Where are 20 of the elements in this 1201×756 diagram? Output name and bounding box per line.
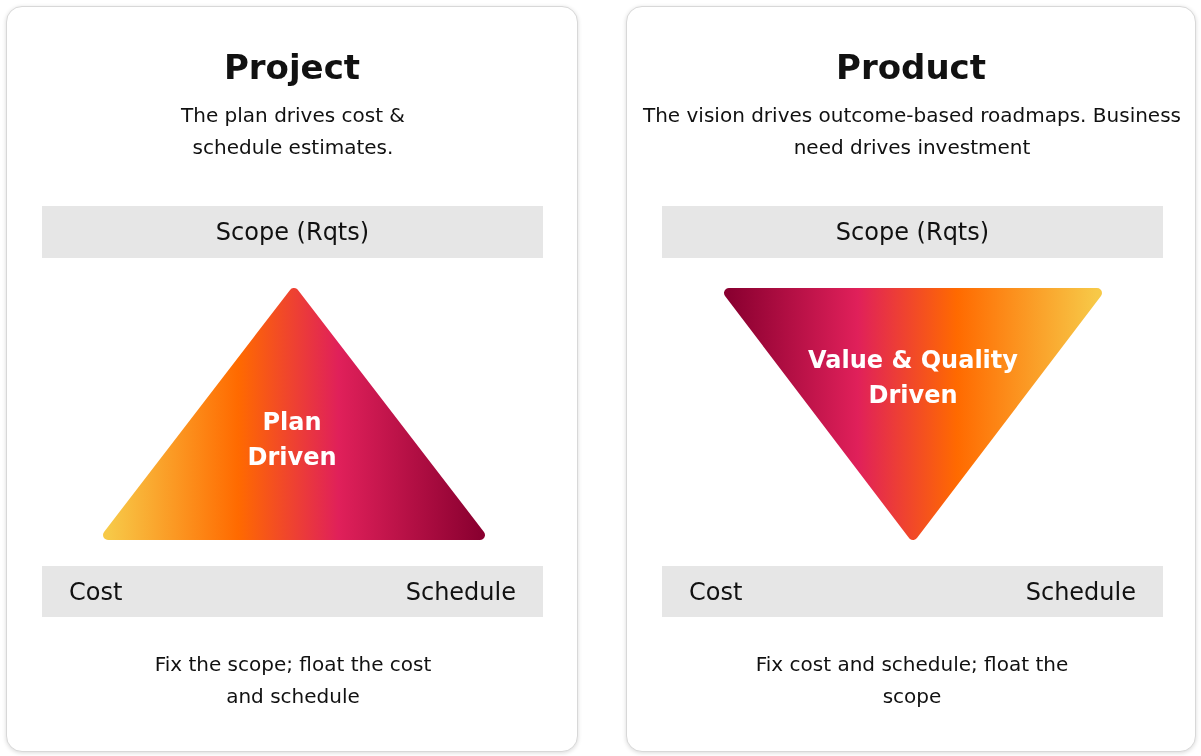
subtitle: The plan drives cost & schedule estimates. — [180, 102, 406, 161]
bar-label: Schedule — [1025, 577, 1136, 606]
card-background — [626, 6, 1196, 752]
label-bar — [662, 206, 1163, 258]
bar-label: Schedule — [405, 577, 516, 606]
bar-label: Scope (Rqts) — [835, 218, 990, 246]
triangle-label: Plan Driven — [246, 407, 338, 473]
label-bar — [662, 566, 1163, 617]
subtitle: The vision drives outcome-based roadmaps. Business need drives investment — [642, 102, 1182, 161]
footer-note: Fix cost and schedule; float the scope — [754, 651, 1070, 710]
footer-note: Fix the scope; float the cost and schedule — [153, 651, 433, 710]
heading: Project — [222, 47, 362, 87]
card-background — [6, 6, 578, 752]
bar-label: Cost — [689, 577, 743, 606]
label-bar — [42, 566, 543, 617]
heading: Product — [835, 47, 987, 87]
triangle-label: Value & Quality Driven — [807, 345, 1019, 411]
label-bar — [42, 206, 543, 258]
bar-label: Scope (Rqts) — [215, 218, 370, 246]
bar-label: Cost — [69, 577, 123, 606]
